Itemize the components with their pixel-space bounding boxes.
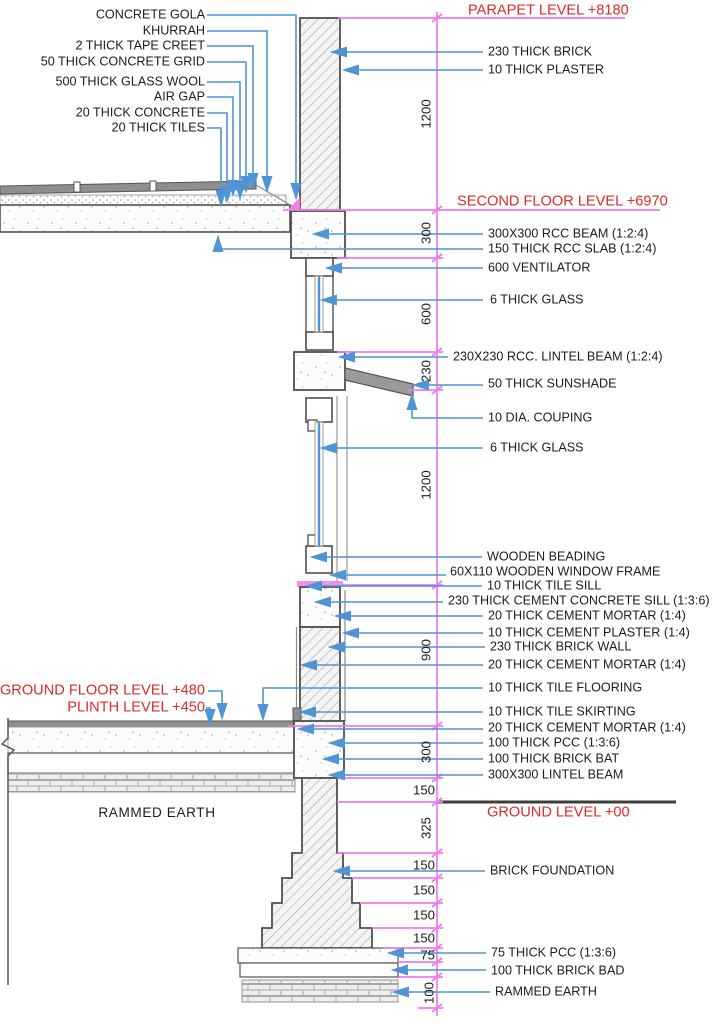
foundation-pcc-layer bbox=[237, 947, 399, 964]
leader-20-tiles bbox=[207, 127, 227, 208]
main-window bbox=[305, 396, 348, 581]
dimension-lines bbox=[283, 12, 660, 1016]
leader-rcc-slab bbox=[212, 234, 483, 253]
floor-pcc-layer bbox=[7, 726, 296, 754]
ventilator-frame-bottom bbox=[305, 331, 334, 351]
brick-foundation-steps bbox=[261, 777, 373, 949]
sunshade bbox=[344, 367, 414, 397]
leader-lines bbox=[204, 14, 490, 998]
floor-rammed-earth-layer bbox=[7, 772, 296, 793]
dimension-ticks bbox=[431, 13, 443, 1013]
lintel-beam-230x230 bbox=[293, 351, 346, 391]
tile-skirting bbox=[292, 707, 302, 723]
brick-bad-layer bbox=[239, 962, 399, 978]
window-frame-bottom bbox=[305, 545, 333, 574]
roof-tiles-layer bbox=[0, 180, 257, 195]
rammed-earth-base-layer bbox=[241, 979, 399, 1003]
floor-brick-bat-layer bbox=[7, 752, 296, 774]
leader-tile-flooring bbox=[257, 687, 483, 722]
foundation bbox=[237, 777, 399, 1003]
leader-air-gap bbox=[207, 96, 239, 198]
ground-floor-assembly bbox=[0, 718, 296, 985]
leader-concrete-gola bbox=[207, 14, 302, 201]
roof-rcc-slab bbox=[0, 204, 291, 233]
leader-tape-creet bbox=[207, 45, 259, 191]
ventilator-window bbox=[305, 257, 334, 351]
leader-ground-floor-level bbox=[208, 690, 228, 721]
break-line bbox=[0, 718, 16, 985]
leader-couping bbox=[406, 392, 483, 419]
leader-concrete-grid bbox=[207, 61, 252, 194]
leader-khurrah bbox=[207, 30, 273, 194]
roof-assembly bbox=[0, 180, 293, 233]
leader-glass-wool bbox=[207, 81, 246, 201]
glass-wool-layer bbox=[0, 194, 287, 206]
concrete-sill-block bbox=[299, 586, 341, 628]
ventilator-frame-top bbox=[305, 257, 334, 277]
window-frame-top bbox=[305, 397, 333, 423]
leader-plinth-level bbox=[204, 707, 216, 727]
tile-flooring-layer bbox=[7, 720, 296, 728]
tile-joint bbox=[73, 181, 81, 193]
tile-joint bbox=[149, 180, 157, 192]
leader-20-concrete bbox=[207, 112, 233, 204]
